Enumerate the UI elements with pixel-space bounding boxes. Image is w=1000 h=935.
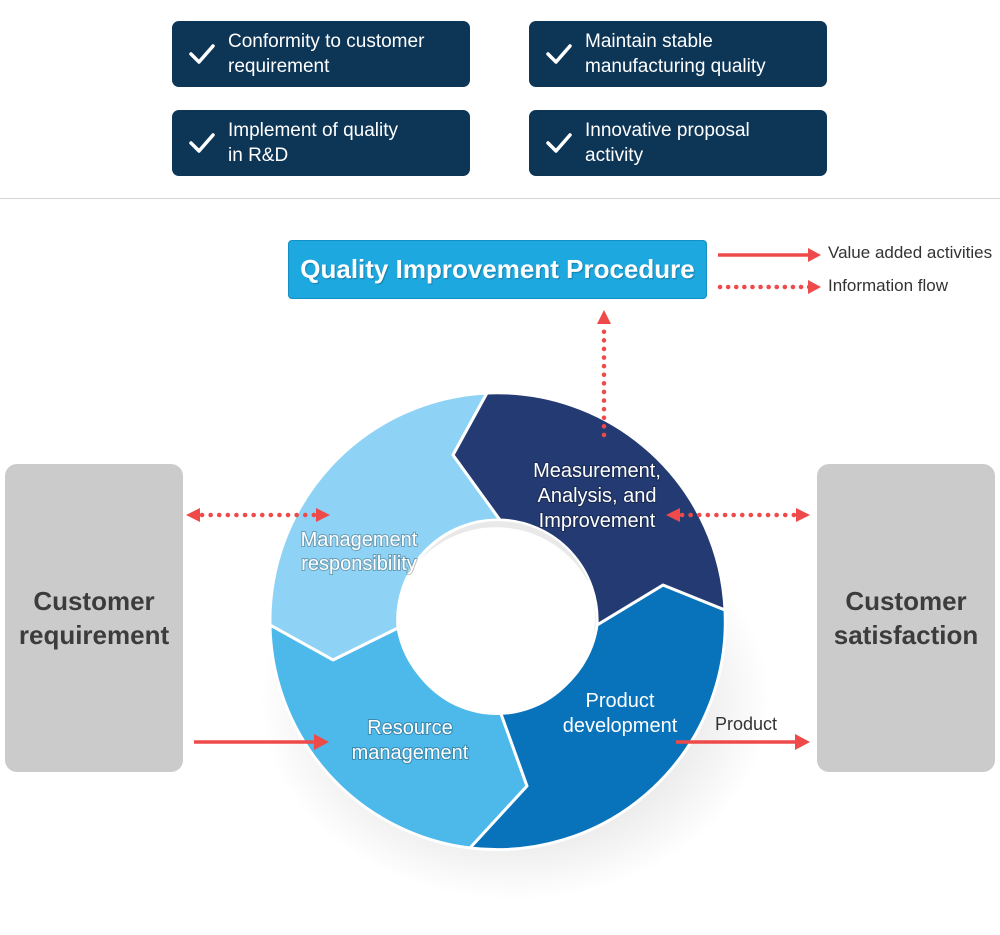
value-arrow-in-head [314,734,329,750]
section-divider [0,198,1000,199]
checkmark-icon [546,44,572,64]
quality-improvement-procedure-box: Quality Improvement Procedure [288,240,707,299]
ring-hole-shade [420,521,590,585]
info-arrow-left-head-left [186,508,200,522]
checkmark-icon [189,44,215,64]
segment-management [268,391,502,662]
legend-information-flow-label: Information flow [828,276,948,295]
ring-hole [399,519,595,715]
value-arrow-out-head [795,734,810,750]
info-arrow-right-head-right [796,508,810,522]
legend-solid-arrow-head [808,248,821,262]
info-arrow-right-head-left [666,508,680,522]
checkmark-icon [189,133,215,153]
info-arrow-up-head [597,310,611,324]
legend-dotted-arrow-head [808,280,821,294]
product-arrow-label: Product [715,714,777,734]
legend-value-added-label: Value added activities [828,243,993,262]
info-arrow-left-head-right [316,508,330,522]
checkmark-icon [546,133,572,153]
